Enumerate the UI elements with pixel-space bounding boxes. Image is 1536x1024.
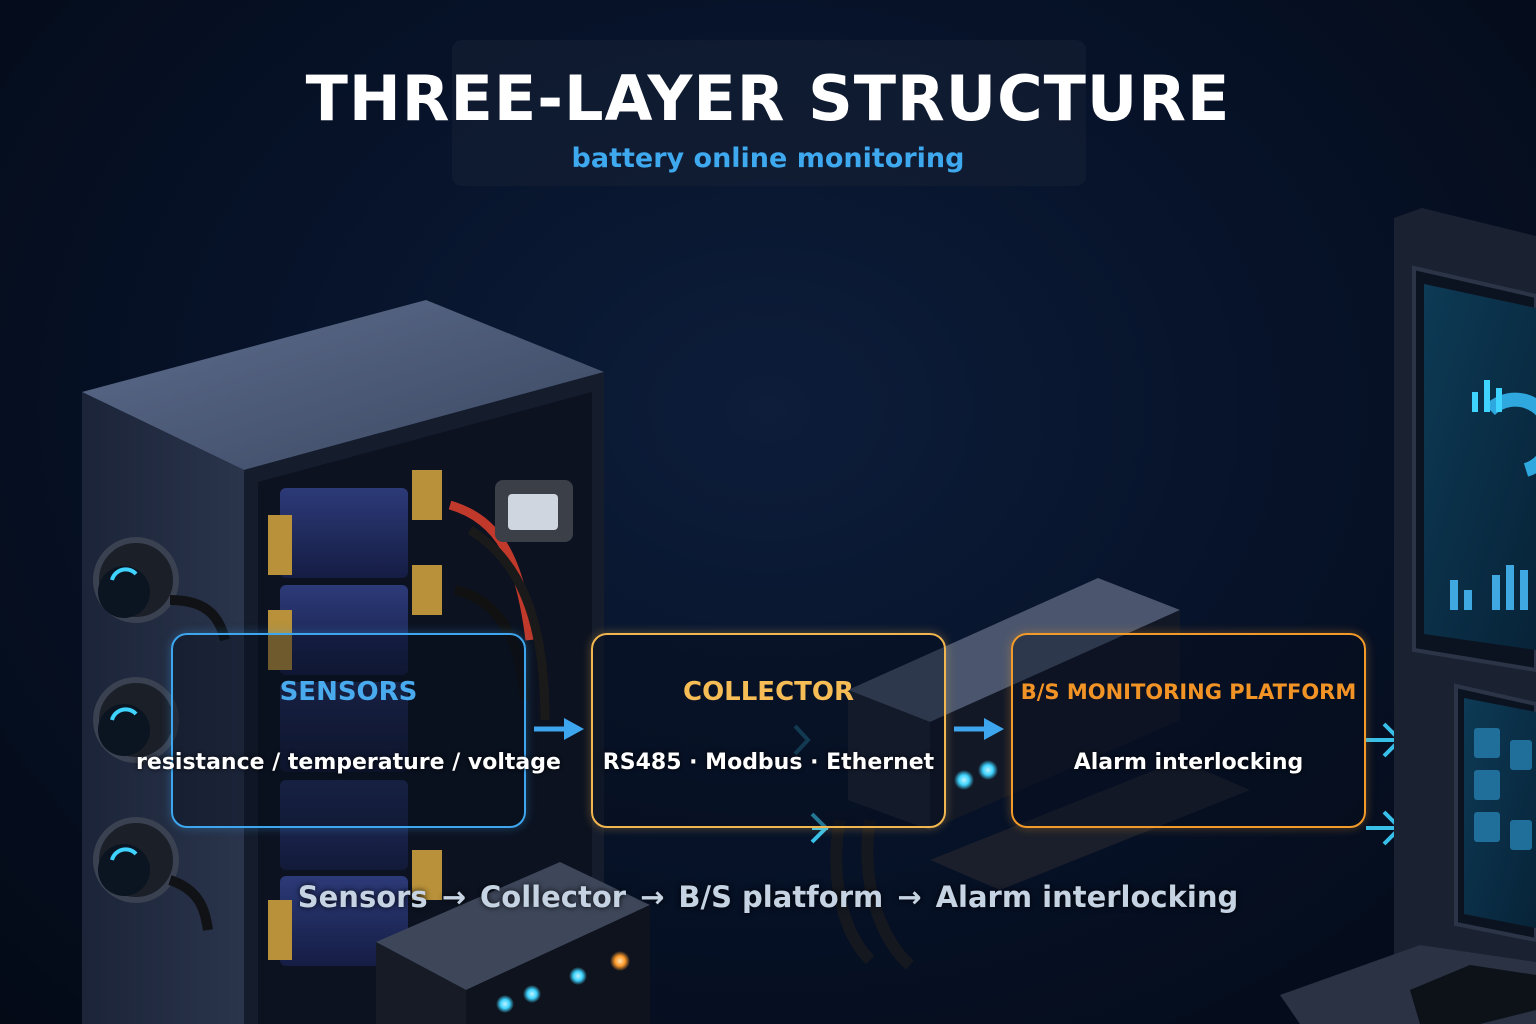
- flow-step-collector: Collector: [480, 880, 627, 914]
- flow-separator-arrow: →: [897, 880, 922, 914]
- platform-layer-description: Alarm interlocking: [1073, 750, 1304, 775]
- title-panel: [452, 40, 1086, 186]
- platform-layer-box: [1011, 633, 1366, 828]
- monitor-screen-icon: [1394, 208, 1536, 1024]
- sensors-layer-box: [171, 633, 526, 828]
- collector-layer-title: COLLECTOR: [682, 677, 855, 707]
- platform-layer-title: B/S MONITORING PLATFORM: [1020, 680, 1357, 704]
- flow-step-alarm: Alarm interlocking: [935, 880, 1239, 914]
- collector-to-platform-arrow-icon: [954, 718, 1004, 740]
- flow-step-sensors: Sensors: [297, 880, 428, 914]
- flow-summary: Sensors → Collector → B/S platform → Alarm int…: [0, 878, 1536, 916]
- sensors-layer-title: SENSORS: [279, 677, 418, 707]
- page-title: THREE-LAYER STRUCTURE: [305, 62, 1231, 135]
- page-subtitle: battery online monitoring: [571, 143, 965, 174]
- flow-step-platform: B/S platform: [678, 880, 884, 914]
- sensors-to-collector-arrow-icon: [534, 718, 584, 740]
- sensor-gauge-icon: [93, 537, 230, 931]
- flow-separator-arrow: →: [441, 880, 467, 914]
- collector-layer-description: RS485 · Modbus · Ethernet: [602, 750, 935, 775]
- flow-separator-arrow: →: [640, 880, 665, 914]
- collector-layer-box: [591, 633, 946, 828]
- sensors-layer-description: resistance / temperature / voltage: [136, 750, 561, 775]
- keyboard-icon: [1280, 945, 1536, 1024]
- collector-device-icon: [830, 578, 1250, 970]
